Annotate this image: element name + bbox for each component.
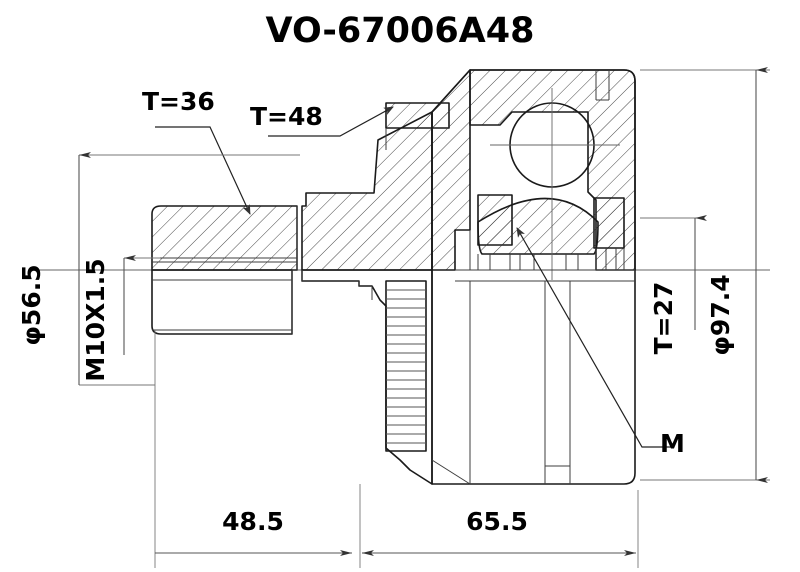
inner-race-hatch: [478, 198, 598, 254]
housing-lower-lines: [431, 280, 635, 485]
label-teeth-flange: T=48: [250, 102, 323, 131]
abs-tone-ring: [385, 280, 427, 452]
dimension-label-length-left: 48.5: [222, 507, 284, 536]
housing-wall-hatch: [470, 70, 635, 270]
hub-section-hatch: [302, 112, 432, 270]
dimension-lengths: 48.5 65.5: [154, 330, 639, 568]
shaft-assembly: [151, 102, 450, 485]
dimension-label-diameter-small: φ56.5: [17, 264, 46, 345]
label-marker-m: M: [660, 429, 685, 458]
housing-left-wall-outline: [431, 69, 471, 271]
housing-wall-outline: [469, 69, 636, 271]
leader-m: [516, 227, 672, 448]
leader-t36: [155, 126, 251, 215]
dimension-label-length-right: 65.5: [466, 507, 528, 536]
dimension-diameter-large: φ97.4: [640, 67, 770, 483]
cage-right-hatch: [594, 198, 624, 248]
shaft-lower-outline: [151, 269, 293, 335]
dimension-label-thread: M10X1.5: [81, 258, 110, 381]
inner-race-outline: [477, 197, 599, 255]
dimension-diameter-small: φ56.5: [17, 152, 300, 386]
leader-t48: [268, 106, 394, 137]
housing-left-wall-hatch: [432, 70, 470, 270]
spline-section-hatch: [152, 206, 297, 270]
dimension-label-diameter-large: φ97.4: [706, 274, 735, 355]
hub-lower-outline: [301, 269, 433, 485]
dimension-thread: M10X1.5: [81, 255, 160, 382]
cv-joint-housing: [431, 69, 636, 485]
drawing-title: VO-67006A48: [266, 11, 535, 51]
dimension-label-teeth-inner: T=27: [649, 282, 678, 355]
abs-tone-ring-teeth: [386, 289, 426, 444]
housing-internal-lines: [469, 230, 625, 270]
dimension-teeth-inner: T=27: [640, 215, 707, 355]
label-teeth-outer: T=36: [142, 87, 215, 116]
